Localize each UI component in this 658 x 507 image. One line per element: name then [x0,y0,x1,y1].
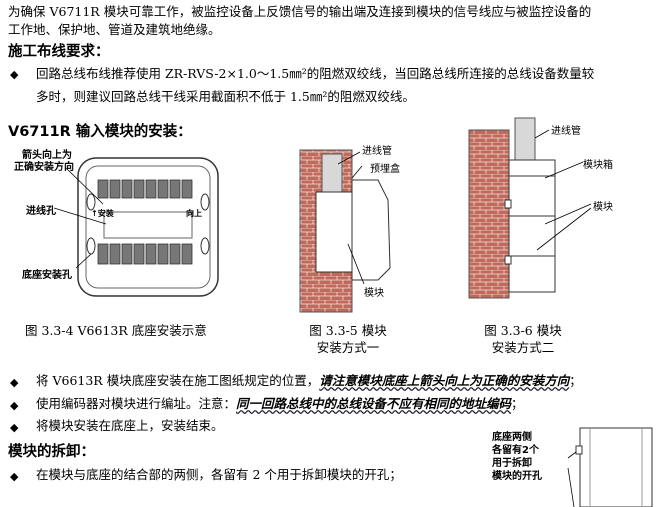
wiring-heading: 施工布线要求： [8,44,110,60]
label-back-box: 预埋盒 [370,164,400,175]
install-bullet-1-text: 将 V6613R 模块底座安装在施工图纸规定的位置， [36,373,320,388]
caption-figure-3-3-5-line-2: 安装方式一 [316,340,380,355]
install-bullet-2-text: 使用编码器对模块进行编址。注意： [36,396,237,411]
removal-label-line-3: 用于拆卸 [492,458,532,469]
install-bullet-3: 将模块安装在底座上，安装结束。 [36,418,224,433]
wiring-bullet-line-1: 回路总线布线推荐使用 ZR-RVS-2×1.0～1.5㎜²的阻燃双绞线，当回路总… [36,66,595,81]
install-bullet-2: 使用编码器对模块进行编址。注意：同一回路总线中的总线设备不应有相同的地址编码； [36,395,524,413]
base-diagram-graphic [53,157,219,297]
label-module-2: 模块 [593,202,613,213]
caption-figure-3-3-5-line-1: 图 3.3-5 模块 [309,323,387,338]
figure-mount-method-2: 进线管 模块箱 模块 [465,117,635,299]
wiring-bullet-line-2: 多时，则建议回路总线干线采用截面积不低于 1.5㎜²的阻燃双绞线。 [36,89,415,104]
bullet-icon: ◆ [10,399,19,412]
removal-label-line-1: 底座两侧 [492,432,532,443]
label-module-box: 模块箱 [583,160,613,171]
removal-bullet: 在模块与底座的结合部的两侧，各留有 2 个用于拆卸模块的开孔； [36,467,402,482]
mount-method-2-graphic [468,117,592,299]
label-module-1: 模块 [364,288,384,299]
install-bullet-2-emphasis: 同一回路总线中的总线设备不应有相同的地址编码 [236,396,512,411]
figure-mount-method-1: 进线管 预埋盒 模块 [298,140,438,320]
install-bullet-1-tail: ； [569,373,582,388]
mount-method-1-graphic [299,149,391,313]
label-conduit-1: 进线管 [362,146,392,157]
removal-label-line-2: 各留有2个 [492,445,539,456]
install-bullet-2-tail: ； [511,396,524,411]
label-entry-hole: 进线孔 [26,206,56,217]
install-bullet-1: 将 V6613R 模块底座安装在施工图纸规定的位置，请注意模块底座上箭头向上为正… [36,372,582,390]
intro-line-1: 为确保 V6711R 模块可靠工作，被监控设备上反馈信号的输出端及连接到模块的信… [8,4,592,19]
figure-removal: 底座两侧 各留有2个 用于拆卸 模块的开孔 [486,427,656,507]
label-arrow-up-line-2: 正确安装方向 [14,162,74,173]
bullet-icon: ◆ [10,470,19,483]
label-arrow-up-line-1: 箭头向上为 [22,150,72,161]
removal-graphic [567,427,653,507]
bullet-icon: ◆ [10,68,19,81]
label-conduit-2: 进线管 [551,126,581,137]
inner-label-left: ↑安装 [91,209,114,218]
intro-line-2: 工作地、保护地、管道及建筑地绝缘。 [8,22,221,37]
install-heading: V6711R 输入模块的安装： [8,124,192,140]
caption-figure-3-3-4: 图 3.3-4 V6613R 底座安装示意 [25,323,207,338]
removal-label-line-4: 模块的开孔 [492,471,542,482]
bullet-icon: ◆ [10,376,19,389]
figure-base-install: 箭头向上为 正确安装方向 进线孔 底座安装孔 ↑安装 向上 [8,142,223,332]
label-base-holes: 底座安装孔 [22,270,72,281]
caption-figure-3-3-6-line-1: 图 3.3-6 模块 [484,323,562,338]
bullet-icon: ◆ [10,421,19,434]
caption-figure-3-3-6-line-2: 安装方式二 [491,340,555,355]
install-bullet-1-emphasis: 请注意模块底座上箭头向上为正确的安装方向 [319,373,570,388]
removal-heading: 模块的拆卸： [8,444,95,460]
inner-label-right: 向上 [186,209,202,218]
